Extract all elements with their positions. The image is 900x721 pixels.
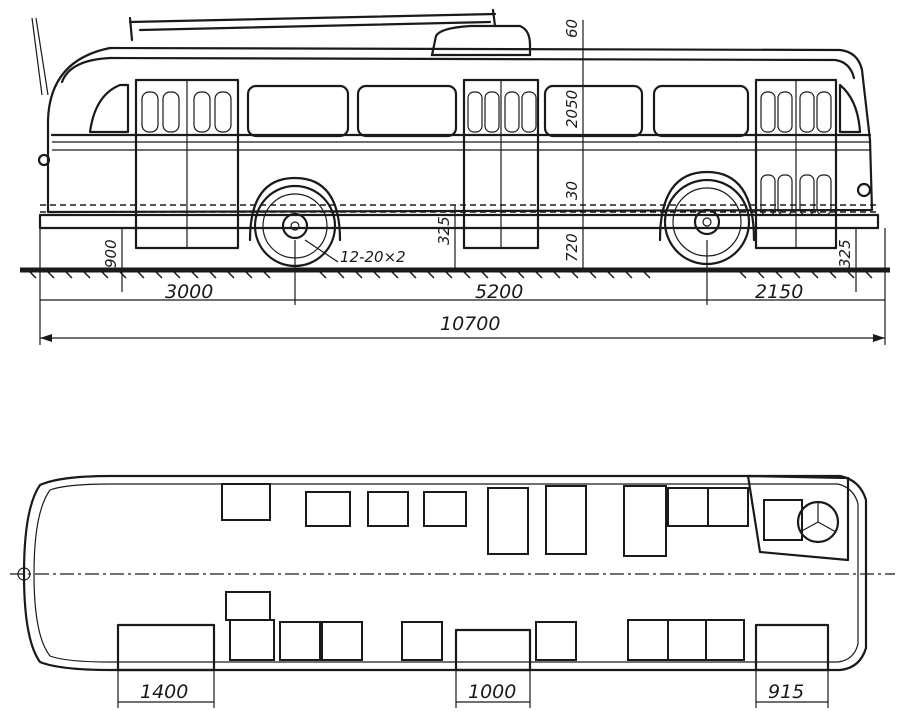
ground-hatching xyxy=(29,271,873,279)
trolley-pole-lower xyxy=(138,20,492,32)
seat-bottom-box xyxy=(225,591,271,621)
headlight xyxy=(37,153,51,167)
seat-top-4 xyxy=(423,491,467,527)
seat-top-5 xyxy=(487,487,529,555)
seat-top-6 xyxy=(545,485,587,555)
middle-door-step xyxy=(454,628,532,672)
side-window-2 xyxy=(356,84,458,138)
rear-window xyxy=(838,83,862,134)
tire-leader-line xyxy=(304,239,339,263)
bus-body-outline xyxy=(46,46,874,214)
trolley-pole-upper xyxy=(128,12,497,24)
dim-rear-overhang-label: 2150 xyxy=(755,281,803,303)
front-wheel-arch xyxy=(248,176,342,242)
side-window-1 xyxy=(246,84,350,138)
rear-wheel-hub xyxy=(693,208,721,236)
retriever-rope xyxy=(31,17,43,96)
dim-rear-floor-label: 325 xyxy=(836,239,854,268)
seat-top-3 xyxy=(367,491,409,527)
dim-floor-height-label: 325 xyxy=(435,216,453,245)
side-window-3 xyxy=(543,84,644,138)
pole-hook xyxy=(128,16,134,42)
plan-hull-outline xyxy=(22,474,868,672)
seat-top-1 xyxy=(221,483,271,521)
roof-line xyxy=(60,56,856,84)
plan-view: 1400 1000 915 xyxy=(10,474,895,708)
seat-bottom-1 xyxy=(229,619,275,661)
seat-bottom-4 xyxy=(401,621,443,661)
side-view: 3000 5200 2150 10700 12-20×2 900 325 60 … xyxy=(20,8,890,345)
seat-bottom-2 xyxy=(279,621,321,661)
dim-front-door-label: 1400 xyxy=(140,681,188,703)
seat-bottom-7 xyxy=(667,619,707,661)
current-collector-housing xyxy=(430,24,532,57)
seat-top-2 xyxy=(305,491,351,527)
front-wheel-hub xyxy=(281,212,309,240)
dim-rear-door-label: 915 xyxy=(768,681,804,703)
dim-window-height-label: 2050 xyxy=(563,90,581,128)
driver-cabin xyxy=(746,474,850,562)
side-window-4 xyxy=(652,84,750,138)
seat-top-7 xyxy=(623,485,667,557)
seat-top-9 xyxy=(707,487,749,527)
dim-mid-label: 30 xyxy=(563,181,581,200)
dim-wheelbase-label: 5200 xyxy=(475,281,523,303)
seat-top-8 xyxy=(667,487,709,527)
seat-bottom-5 xyxy=(535,621,577,661)
dim-front-overhang-label: 3000 xyxy=(165,281,213,303)
rear-door-step xyxy=(754,623,830,672)
seat-bottom-3 xyxy=(321,621,363,661)
dim-step-label: 720 xyxy=(563,233,581,262)
dim-middle-door-label: 1000 xyxy=(468,681,516,703)
rear-wheel-arch xyxy=(658,170,756,242)
driver-seat xyxy=(763,499,803,541)
tire-size-label: 12-20×2 xyxy=(340,248,406,266)
front-windshield xyxy=(88,83,130,134)
trolley-pole-tip xyxy=(491,8,497,28)
seat-bottom-6 xyxy=(627,619,669,661)
bumper-line xyxy=(38,213,880,230)
seat-bottom-8 xyxy=(705,619,745,661)
front-door-step xyxy=(116,623,216,672)
dim-front-height-label: 900 xyxy=(102,239,120,268)
rear-light xyxy=(856,182,872,198)
dim-roof-top-label: 60 xyxy=(563,19,581,38)
dim-total-length-label: 10700 xyxy=(440,313,500,335)
